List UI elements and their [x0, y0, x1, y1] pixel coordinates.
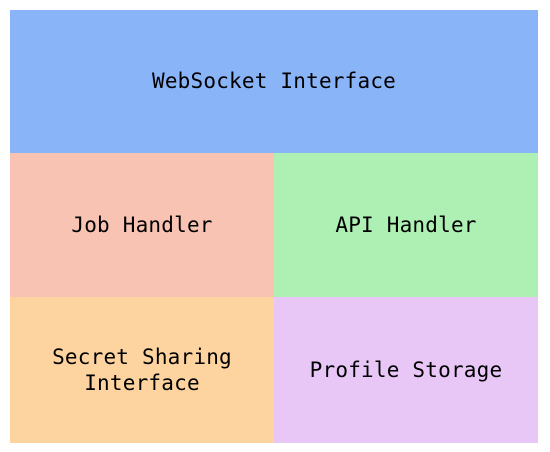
api-handler-label: API Handler	[335, 212, 477, 237]
profile-storage-block: Profile Storage	[274, 297, 538, 443]
secret-sharing-interface-label: Secret Sharing Interface	[52, 344, 232, 395]
websocket-interface-label: WebSocket Interface	[151, 69, 397, 94]
job-handler-label: Job Handler	[71, 212, 213, 237]
job-handler-block: Job Handler	[10, 153, 274, 297]
profile-storage-label: Profile Storage	[309, 357, 503, 382]
api-handler-block: API Handler	[274, 153, 538, 297]
secret-sharing-interface-block: Secret Sharing Interface	[10, 297, 274, 443]
architecture-diagram: WebSocket Interface Job Handler API Hand…	[10, 10, 538, 443]
websocket-interface-block: WebSocket Interface	[10, 10, 538, 153]
